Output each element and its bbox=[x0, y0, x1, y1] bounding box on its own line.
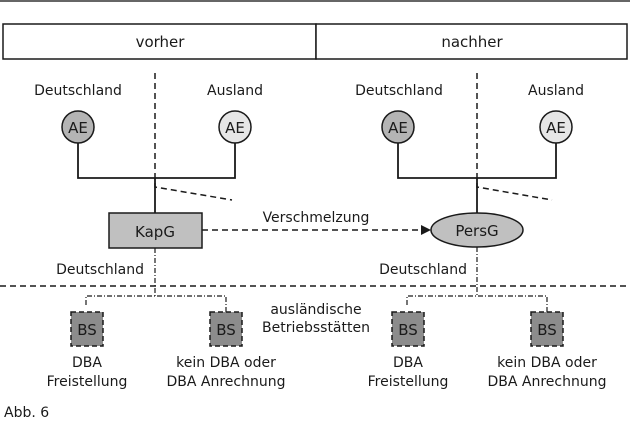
after-shareholder-abroad: AE bbox=[539, 110, 573, 144]
after-pe-branch bbox=[406, 295, 548, 312]
pe-box bbox=[530, 311, 564, 347]
foreign-pe-label-2: Betriebsstätten bbox=[262, 320, 370, 336]
before-pe-left-caption-1: DBA bbox=[72, 355, 102, 371]
after-region-abroad: Ausland bbox=[528, 83, 584, 99]
before-pe-left: BS bbox=[70, 311, 104, 347]
after-pe-left-caption-2: Freistellung bbox=[368, 374, 449, 390]
pe-label: BS bbox=[77, 321, 97, 339]
pe-label: BS bbox=[398, 321, 418, 339]
before-structure: Deutschland Ausland AE AE KapG Deutschla… bbox=[34, 73, 286, 390]
after-pe-left-caption-1: DBA bbox=[393, 355, 423, 371]
before-shareholder-germany: AE bbox=[61, 110, 95, 144]
after-shareholder-germany: AE bbox=[381, 110, 415, 144]
pe-box bbox=[70, 311, 104, 347]
after-region-germany: Deutschland bbox=[355, 83, 443, 99]
after-pe-left: BS bbox=[391, 311, 425, 347]
before-pe-left-caption-2: Freistellung bbox=[47, 374, 128, 390]
pe-label: BS bbox=[216, 321, 236, 339]
shareholder-label: AE bbox=[546, 119, 566, 137]
after-structure: Deutschland Ausland AE AE PersG Deutschl… bbox=[355, 73, 607, 390]
entity-label: KapG bbox=[135, 223, 175, 241]
shareholder-label: AE bbox=[68, 119, 88, 137]
before-pe-right: BS bbox=[209, 311, 243, 347]
after-pe-right-caption-2: DBA Anrechnung bbox=[488, 374, 607, 390]
after-domicile-label: Deutschland bbox=[379, 262, 467, 278]
before-region-germany: Deutschland bbox=[34, 83, 122, 99]
after-pe-right-caption-1: kein DBA oder bbox=[497, 355, 597, 371]
before-entity-kapg: KapG bbox=[108, 212, 203, 249]
figure-caption: Abb. 6 bbox=[4, 405, 49, 421]
merger-label: Verschmelzung bbox=[263, 210, 370, 226]
before-pe-branch bbox=[85, 295, 227, 312]
before-domicile-label: Deutschland bbox=[56, 262, 144, 278]
entity-label: PersG bbox=[455, 222, 498, 240]
shareholder-label: AE bbox=[225, 119, 245, 137]
header-after-label: nachher bbox=[441, 33, 503, 51]
after-entity-persg: PersG bbox=[430, 212, 524, 248]
before-ownership-line bbox=[77, 143, 236, 179]
before-region-abroad: Ausland bbox=[207, 83, 263, 99]
before-pe-right-caption-1: kein DBA oder bbox=[176, 355, 276, 371]
after-pe-right: BS bbox=[530, 311, 564, 347]
header-bar: vorher nachher bbox=[2, 23, 628, 60]
shareholder-label: AE bbox=[388, 119, 408, 137]
pe-label: BS bbox=[537, 321, 557, 339]
before-shareholder-abroad: AE bbox=[218, 110, 252, 144]
pe-box bbox=[391, 311, 425, 347]
before-pe-right-caption-2: DBA Anrechnung bbox=[167, 374, 286, 390]
header-after-box bbox=[315, 23, 628, 60]
header-before-label: vorher bbox=[136, 33, 186, 51]
pe-box bbox=[209, 311, 243, 347]
foreign-pe-label-1: ausländische bbox=[270, 302, 361, 318]
